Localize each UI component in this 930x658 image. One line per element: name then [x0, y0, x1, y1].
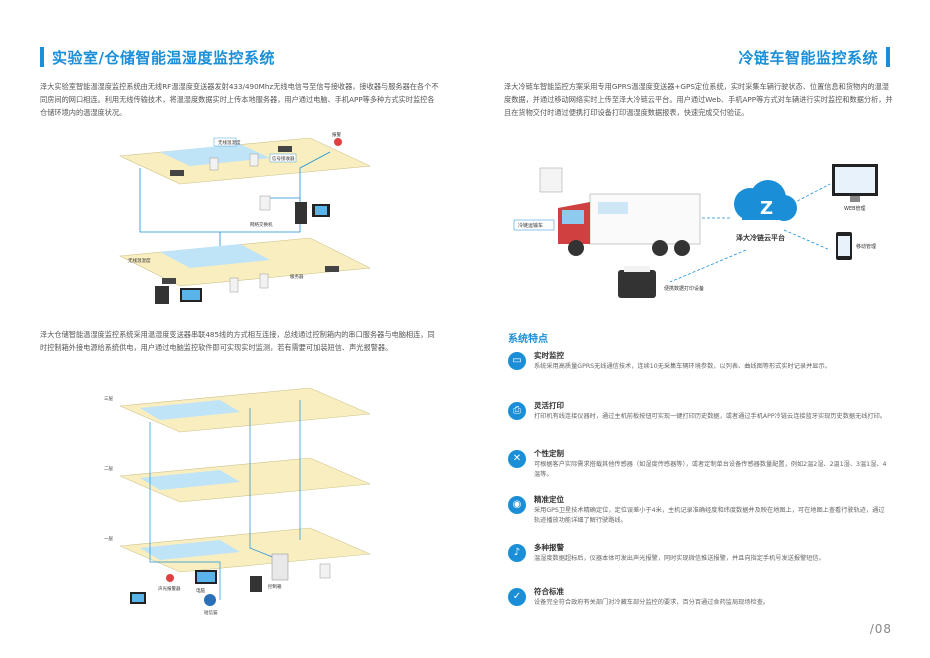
right-heading: 冷链车智能监控系统 — [738, 46, 890, 68]
standard-icon: ✓ — [508, 588, 526, 606]
page-number: /08 — [869, 622, 892, 636]
d2-label-pc: 电脑 — [196, 587, 205, 594]
feature-item: ⎙ 灵活打印 打印机有线连接仪器时，通过主机前板按钮可实现一键打印历史数据，或者… — [508, 400, 892, 446]
lab-system-diagram: 无线温湿度 信号接收器 报警 网络交换机 无线温湿度 服务器 — [118, 131, 372, 304]
d1-label-sensor-a: 无线温湿度 — [218, 139, 241, 146]
phone-label: 移动管理 — [856, 243, 876, 250]
d1-label-sensor-b: 无线温湿度 — [128, 257, 151, 264]
feature-desc: 温湿度数据超标后，仪器本体可发出声光报警，同时实现微信推送报警，并且向指定手机号… — [534, 555, 825, 562]
feature-desc: 打印机有线连接仪器时，通过主机前板按钮可实现一键打印历史数据，或者通过手机APP… — [534, 413, 887, 420]
warehouse-system-diagram: 三层 二层 一层 声光报警器 电脑 控制箱 短信猫 — [104, 387, 371, 616]
location-icon: ◉ — [508, 496, 526, 514]
d2-label-floor1: 一层 — [104, 536, 113, 542]
feature-title: 多种报警 — [534, 543, 564, 552]
control-box — [271, 553, 289, 581]
feature-desc: 可根据客户实际需求搭载其他传感器（如湿度传感器等），或者定制单台设备传感器数量配… — [534, 461, 887, 478]
d2-label-floor3: 三层 — [104, 396, 113, 402]
feature-desc: 设备完全符合政府有关部门对冷藏车部分监控的要求，百分百通过食药监局现场检查。 — [534, 599, 770, 606]
features-title: 系统特点 — [508, 334, 548, 345]
right-heading-title: 冷链车智能监控系统 — [738, 48, 878, 67]
coldchain-intro-paragraph: 泽大冷链车智能监控方案采用专用GPRS温湿度变送器+GPS定位系统，实时采集车辆… — [504, 82, 893, 117]
lab-intro-paragraph: 泽大实验室智能温湿度监控系统由无线RF温湿度变送器发射433/490Mhz无线电… — [40, 82, 439, 117]
feature-item: ✕ 个性定制 可根据客户实际需求搭载其他传感器（如湿度传感器等），或者定制单台设… — [508, 448, 892, 494]
feature-desc: 系统采用高质量GPRS无线通信技术，连续10无采集车辆环境参数，以列表、曲线图等… — [534, 363, 831, 370]
left-heading: 实验室/仓储智能温湿度监控系统 — [40, 46, 275, 68]
d1-label-switch: 网络交换机 — [250, 221, 273, 228]
tools-icon: ✕ — [508, 450, 526, 468]
monitor-icon: ▭ — [508, 352, 526, 370]
d2-label-alarm: 声光报警器 — [158, 585, 181, 592]
printer-label: 便携数据打印设备 — [664, 285, 704, 292]
feature-title: 灵活打印 — [534, 401, 564, 410]
truck-label: 冷链运输车 — [518, 222, 543, 229]
printer-device — [618, 270, 656, 298]
d1-label-receiver: 信号接收器 — [272, 155, 295, 162]
heading-accent-bar — [40, 47, 44, 67]
cloud-brand: zjuee — [756, 222, 769, 228]
cloud-logo-letter: Z — [760, 198, 773, 219]
feature-desc: 采用GPS卫星技术精确定位，定位误差小于4米，主机记录准确经度和纬度数据并及映在… — [534, 507, 885, 524]
feature-item: ♪ 多种报警 温湿度数据超标后，仪器本体可发出声光报警，同时实现微信推送报警，并… — [508, 542, 892, 588]
feature-title: 符合标准 — [534, 587, 564, 596]
d2-label-controlbox: 控制箱 — [268, 583, 282, 590]
feature-title: 精准定位 — [534, 495, 564, 504]
d2-label-sms: 短信猫 — [204, 609, 218, 616]
d1-label-server: 服务器 — [290, 273, 304, 280]
web-label: WEB管理 — [844, 205, 866, 212]
feature-title: 个性定制 — [534, 449, 564, 458]
left-heading-title: 实验室/仓储智能温湿度监控系统 — [52, 48, 275, 67]
feature-title: 实时监控 — [534, 351, 564, 360]
d2-label-floor2: 二层 — [104, 466, 113, 472]
gprs-sensor — [539, 167, 563, 193]
coldchain-diagram: 冷链运输车 Z zjuee 泽大冷链云平台 WEB管理 移动管理 便携数据打印设… — [513, 164, 878, 298]
feature-item: ◉ 精准定位 采用GPS卫星技术精确定位，定位误差小于4米，主机记录准确经度和纬… — [508, 494, 892, 540]
warehouse-intro-paragraph: 泽大仓储智能温湿度监控系统采用温湿度变送器串联485线的方式相互连接，总线通过控… — [40, 330, 435, 352]
feature-item: ✓ 符合标准 设备完全符合政府有关部门对冷藏车部分监控的要求，百分百通过食药监局… — [508, 586, 892, 632]
truck-illustration — [558, 193, 701, 256]
printer-icon: ⎙ — [508, 402, 526, 420]
alarm-icon: ♪ — [508, 544, 526, 562]
feature-item: ▭ 实时监控 系统采用高质量GPRS无线通信技术，连续10无采集车辆环境参数，以… — [508, 350, 892, 396]
d1-label-alarm: 报警 — [332, 131, 341, 138]
cloud-platform-label: 泽大冷链云平台 — [736, 233, 785, 242]
server-tower — [295, 202, 307, 224]
heading-accent-bar — [886, 47, 890, 67]
cloud-platform-icon: Z zjuee — [734, 180, 797, 228]
